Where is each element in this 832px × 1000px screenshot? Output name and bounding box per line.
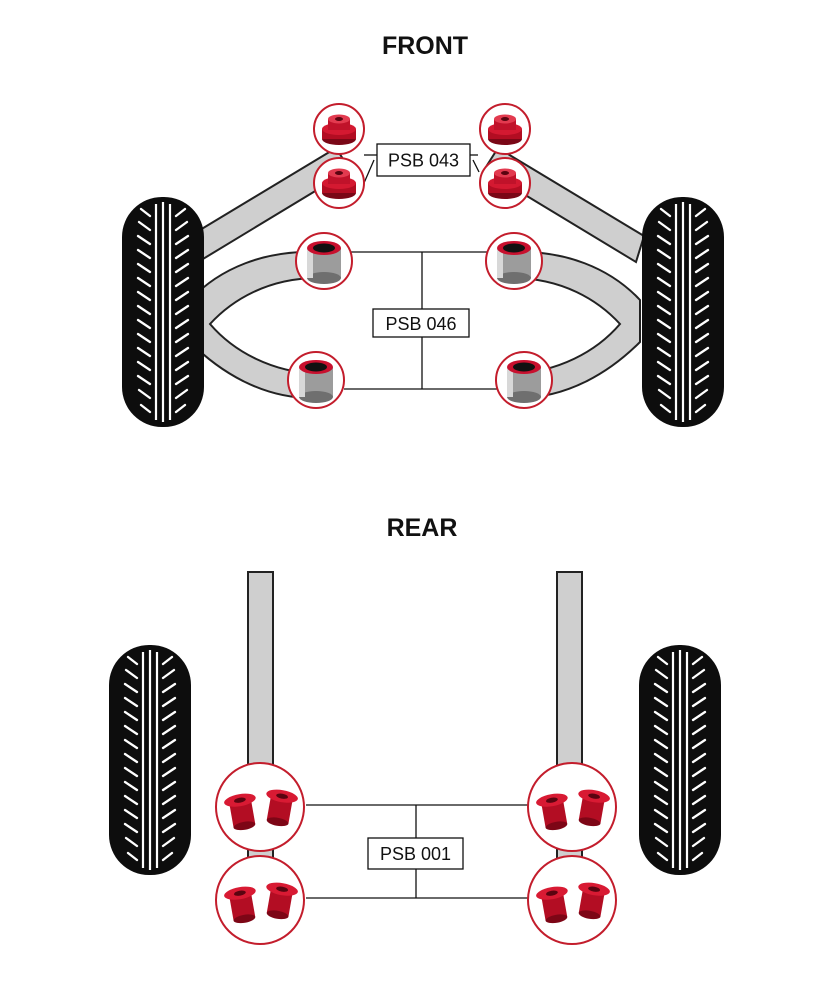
lower-left-arm	[189, 250, 319, 400]
psb-043-label: PSB 043	[388, 151, 459, 171]
psb-046-label: PSB 046	[385, 314, 456, 334]
sleeved-bush-icon	[307, 241, 341, 284]
sleeved-bush-icon	[497, 241, 531, 284]
psb-043-label-box	[376, 143, 471, 177]
rear-title: REAR	[387, 514, 458, 542]
lower-right-arm	[511, 250, 641, 400]
front-title: FRONT	[382, 32, 468, 60]
rear-left-tyre-icon	[107, 643, 193, 877]
psb-001-label: PSB 001	[380, 844, 451, 864]
psb-001-label-box	[367, 837, 464, 870]
front-right-tyre-icon	[640, 195, 726, 429]
rear-right-tyre-icon	[637, 643, 723, 877]
psb-046-label-box	[372, 308, 470, 338]
sleeved-bush-icon	[507, 360, 541, 403]
front-left-tyre-icon	[120, 195, 206, 429]
sleeved-bush-icon	[299, 360, 333, 403]
